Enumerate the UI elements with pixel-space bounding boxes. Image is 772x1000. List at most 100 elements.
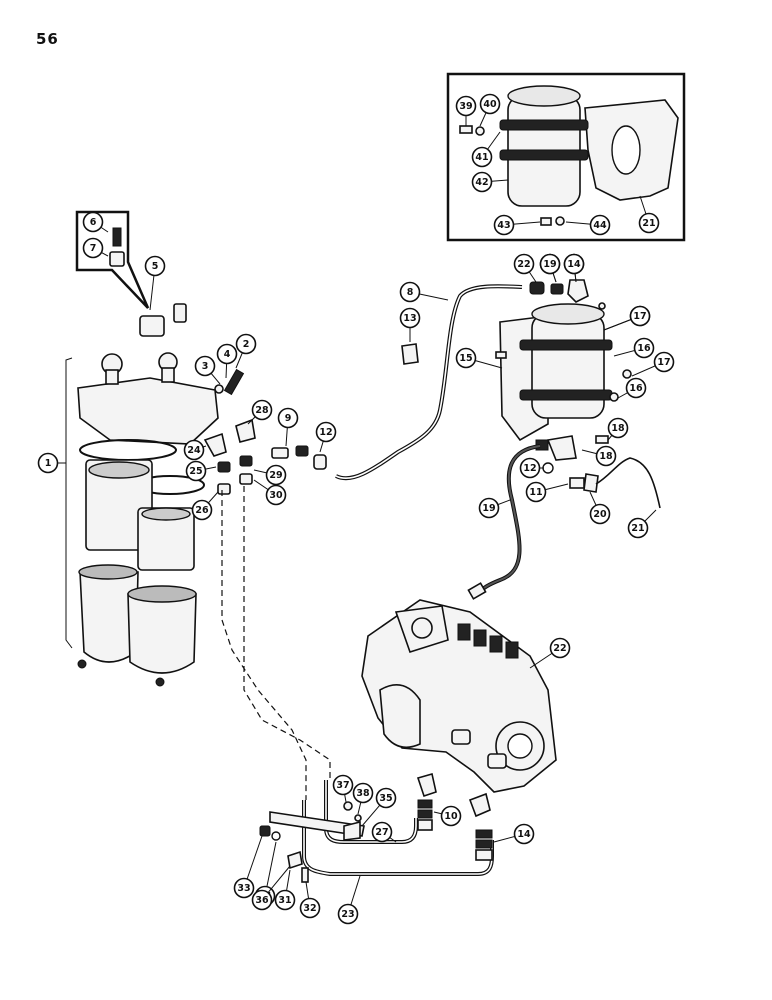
- callout-6: 6: [82, 211, 109, 233]
- callout-number-17: 17: [657, 357, 670, 368]
- callout-27: 27: [371, 821, 397, 843]
- callout-bubble-17: [653, 351, 675, 373]
- callout-bubble-15: [455, 347, 477, 369]
- dual-fuel-filter-assembly: [65, 303, 219, 687]
- callout-bubble-37: [332, 774, 354, 796]
- callout-number-37: 37: [336, 780, 349, 791]
- callout-number-29: 29: [269, 470, 282, 481]
- callout-15: 15: [455, 347, 503, 369]
- callout-number-21: 21: [642, 218, 655, 229]
- callout-16: 16: [613, 337, 655, 359]
- callout-number-25: 25: [189, 466, 202, 477]
- callout-bubble-16: [633, 337, 655, 359]
- callout-33: 33: [233, 835, 263, 899]
- fuel-line-27: [595, 457, 661, 509]
- callout-16: 16: [617, 377, 647, 399]
- callout-1: 1: [37, 452, 66, 474]
- callout-8: 8: [399, 281, 449, 303]
- part-callouts: 1234567891011121314151617181920212223242…: [37, 93, 675, 925]
- callout-bubble-24: [183, 439, 205, 461]
- callout-38: 38: [352, 782, 374, 815]
- callout-bubble-19: [478, 497, 500, 519]
- callout-number-27: 27: [375, 827, 388, 838]
- callout-number-4: 4: [224, 349, 231, 360]
- callout-13: 13: [399, 307, 421, 342]
- callout-number-26: 26: [195, 505, 209, 516]
- callout-bubble-23: [337, 903, 359, 925]
- callout-bubble-25: [185, 460, 207, 482]
- callout-number-20: 20: [593, 509, 607, 520]
- callout-number-16: 16: [637, 343, 651, 354]
- callout-bubble-8: [399, 281, 421, 303]
- callout-11: 11: [525, 481, 569, 503]
- callout-bubble-6: [82, 211, 104, 233]
- callout-number-35: 35: [379, 793, 392, 804]
- dashed-leader-2: [243, 486, 331, 780]
- callout-bubble-39: [455, 95, 477, 117]
- callout-21: 21: [638, 195, 660, 234]
- callout-14: 14: [563, 253, 585, 283]
- callout-number-15: 15: [459, 353, 472, 364]
- callout-bubble-30: [265, 484, 287, 506]
- callout-44: 44: [565, 214, 611, 236]
- callout-number-41: 41: [475, 152, 488, 163]
- callout-bubble-20: [589, 503, 611, 525]
- callout-number-40: 40: [483, 99, 497, 110]
- callout-number-8: 8: [407, 287, 414, 298]
- callout-number-19: 19: [482, 503, 495, 514]
- callout-41: 41: [471, 131, 501, 168]
- callout-bubble-21: [638, 212, 660, 234]
- callout-bubble-40: [479, 93, 501, 115]
- callout-bubble-33: [233, 877, 255, 899]
- callout-number-13: 13: [403, 313, 416, 324]
- callout-bubble-29: [265, 464, 287, 486]
- callout-32: 32: [299, 881, 321, 919]
- fuel-line-8: [335, 284, 523, 481]
- callout-bubble-14: [563, 253, 585, 275]
- callout-number-10: 10: [444, 811, 458, 822]
- callout-bubble-28: [251, 399, 273, 421]
- callout-number-14: 14: [517, 829, 531, 840]
- callout-bubble-9: [277, 407, 299, 429]
- callout-28: 28: [247, 399, 273, 425]
- page-number: 56: [36, 30, 59, 48]
- callout-bubble-17: [629, 305, 651, 327]
- callout-14: 14: [493, 823, 535, 845]
- callout-bubble-35: [375, 787, 397, 809]
- fuel-injection-pump: [361, 599, 557, 793]
- callout-12: 12: [519, 457, 544, 479]
- callout-9: 9: [277, 407, 299, 447]
- callout-number-43: 43: [497, 220, 510, 231]
- callout-number-19: 19: [543, 259, 556, 270]
- callout-number-12: 12: [319, 427, 332, 438]
- callout-number-12: 12: [523, 463, 536, 474]
- callout-number-2: 2: [243, 339, 250, 350]
- callout-29: 29: [253, 464, 287, 486]
- callout-22: 22: [513, 253, 537, 283]
- callout-23: 23: [337, 875, 361, 925]
- callout-bubble-7: [82, 237, 104, 259]
- callout-bubble-42: [471, 171, 493, 193]
- callout-43: 43: [493, 214, 541, 236]
- callout-number-18: 18: [611, 423, 625, 434]
- callout-number-5: 5: [152, 261, 159, 272]
- callout-19: 19: [478, 497, 511, 519]
- filter-head-fittings: [203, 368, 327, 495]
- callout-bubble-12: [519, 457, 541, 479]
- callout-number-11: 11: [529, 487, 542, 498]
- callout-bubble-44: [589, 214, 611, 236]
- callout-39: 39: [455, 95, 477, 126]
- callout-2: 2: [235, 333, 257, 369]
- callout-number-21: 21: [631, 523, 644, 534]
- callout-number-22: 22: [517, 259, 530, 270]
- callout-number-44: 44: [593, 220, 607, 231]
- callout-number-32: 32: [303, 903, 316, 914]
- callout-18: 18: [607, 417, 629, 441]
- callout-bubble-22: [513, 253, 535, 275]
- flexible-hose-25: [467, 444, 541, 600]
- callout-number-23: 23: [341, 909, 354, 920]
- callout-number-30: 30: [269, 490, 283, 501]
- callout-bubble-26: [191, 499, 213, 521]
- callout-26: 26: [191, 491, 219, 521]
